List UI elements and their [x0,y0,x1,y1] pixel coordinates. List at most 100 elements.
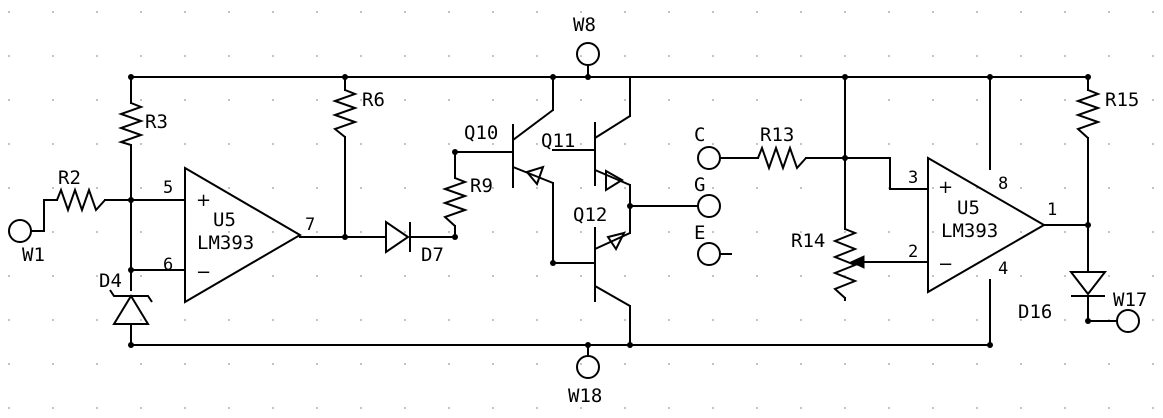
right-part-label: LM393 [941,220,998,242]
grid-dot [624,55,626,57]
resistor-r3-symbol [117,102,145,146]
terminal-c[interactable] [697,146,721,170]
right-pin-out: 1 [1047,200,1057,220]
junctions [128,74,1091,348]
grid-dot [1152,319,1154,321]
grid-dot [1108,275,1110,277]
junction [627,342,633,348]
grid-dot [316,363,318,365]
grid-dot [712,363,714,365]
terminal-g[interactable] [697,194,721,218]
label-r15: R15 [1105,89,1139,111]
grid-dot [8,319,10,321]
grid-dot [536,99,538,101]
grid-dot [360,11,362,13]
grid-dot [580,363,582,365]
grid-dot [492,143,494,145]
grid-dot [932,319,934,321]
grid-dot [888,231,890,233]
grid-dot [1108,407,1110,409]
resistor-r13-symbol [757,144,807,172]
grid-dot [536,187,538,189]
resistor-r2-symbol [56,186,106,214]
transistor-q12: Q12 [573,204,631,307]
grid-dot [624,187,626,189]
grid-dot [184,55,186,57]
grid-dot [976,143,978,145]
grid-dot [712,11,714,13]
grid-dot [712,143,714,145]
grid-dot [96,231,98,233]
resistor-r2: R2 [56,167,106,214]
grid-dot [844,319,846,321]
grid-dot [360,187,362,189]
grid-dot [668,55,670,57]
grid-dot [316,11,318,13]
grid-dot [668,319,670,321]
grid-dot [536,275,538,277]
grid-dot [1152,187,1154,189]
grid-dot [800,407,802,409]
grid-dot [624,319,626,321]
diode-d7: D7 [385,220,444,266]
grid-dot [1020,187,1022,189]
right-pin-gnd: 4 [998,259,1008,279]
terminal-w18[interactable] [576,355,600,379]
grid-dot [800,319,802,321]
zener-diode-d4: D4 [99,270,153,325]
grid-dot [712,407,714,409]
grid-dot [888,319,890,321]
resistor-r3: R3 [117,102,168,146]
q11-emitter-leg [594,169,631,186]
grid-dot [52,99,54,101]
grid-dot [316,231,318,233]
grid-dot [1020,231,1022,233]
grid-dot [888,11,890,13]
grid-dot [448,231,450,233]
grid-dot [1064,275,1066,277]
terminals: W1 W8 W18 W17 C G E [8,14,1147,407]
grid-dot [316,407,318,409]
d7-out-wire [409,225,456,238]
grid-dot [668,231,670,233]
grid-dot [668,275,670,277]
grid-dot [228,99,230,101]
comparator-left-body [184,166,302,304]
right-plus-sign: + [938,177,953,198]
grid-dot [1064,407,1066,409]
grid-dot [844,55,846,57]
grid-dot [756,55,758,57]
grid-dot [272,187,274,189]
grid-dot [52,319,54,321]
junction [1085,74,1091,80]
terminal-w17[interactable] [1116,309,1140,333]
junction [842,74,848,80]
grid-dot [1064,187,1066,189]
grid-dot [492,55,494,57]
grid-dot [712,319,714,321]
resistor-r9-symbol [441,177,469,227]
grid-dot [272,407,274,409]
grid-dot [228,231,230,233]
potentiometer-r14: R14 [791,228,865,299]
grid-dot [976,11,978,13]
grid-dot [404,11,406,13]
terminal-w8[interactable] [576,42,600,66]
grid-dot [8,187,10,189]
junction [452,234,458,240]
q11-emitter-arrow [605,169,624,192]
grid-dot [1064,319,1066,321]
diode-d7-body [385,220,410,254]
terminal-w1[interactable] [8,219,32,243]
grid-dot [1152,363,1154,365]
grid-dot [360,319,362,321]
terminal-e[interactable] [697,242,721,266]
resistor-r15: R15 [1074,89,1139,139]
label-w8: W8 [573,14,596,36]
grid-dot [1152,11,1154,13]
left-pin-out: 7 [305,215,315,235]
grid-dot [888,275,890,277]
label-d16: D16 [1018,301,1052,323]
zener-d4-bar [109,289,153,303]
